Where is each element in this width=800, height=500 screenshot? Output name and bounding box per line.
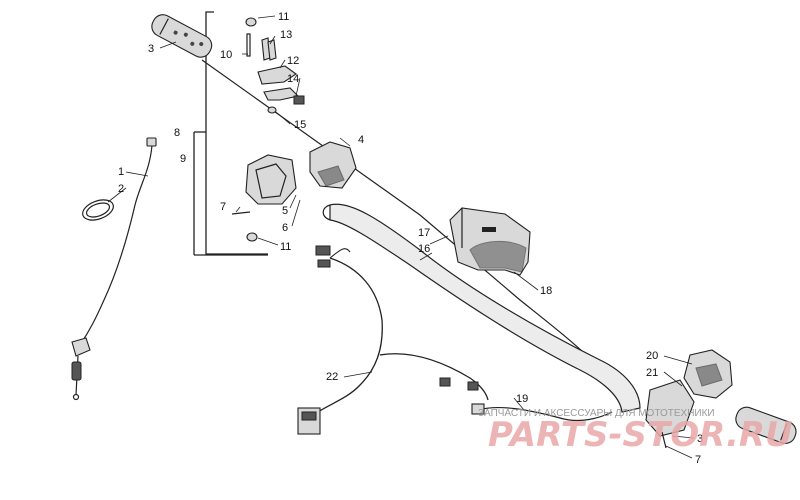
cap-11 — [245, 17, 257, 27]
cable-boot — [71, 361, 82, 381]
leader-lines — [107, 15, 695, 459]
callout-13: 13 — [280, 29, 292, 41]
cap-11-lower — [246, 232, 258, 242]
screw-10 — [246, 33, 251, 57]
watermark-caption: ЗАПЧАСТИ И АКСЕССУАРЫ ДЛЯ МОТОТЕХНИКИ — [478, 408, 715, 419]
callout-1: 1 — [118, 166, 124, 178]
assembly-bracket — [205, 11, 268, 255]
heater-lead-plug — [471, 403, 485, 415]
throttle-cable — [79, 144, 153, 346]
callout-3-left: 3 — [148, 43, 154, 55]
callout-7-right: 7 — [695, 454, 701, 466]
callout-3-right: 3 — [697, 433, 703, 445]
callout-14: 14 — [287, 73, 299, 85]
callout-2: 2 — [118, 183, 124, 195]
watermark-brand: PARTS-STOR.RU — [488, 415, 793, 455]
harness-connector-b — [439, 377, 451, 387]
right-control-assembly — [645, 349, 733, 449]
handlebar-pad — [449, 207, 531, 276]
callout-21: 21 — [646, 367, 658, 379]
heater-lead-19 — [477, 406, 613, 422]
cable-end-fitting — [146, 137, 157, 147]
throttle-housing — [245, 154, 297, 205]
watermark: ЗАПЧАСТИ И АКСЕССУАРЫ ДЛЯ МОТОТЕХНИКИ PA… — [478, 408, 793, 455]
harness-lead-a — [329, 248, 351, 259]
callout-11-bottom: 11 — [280, 241, 291, 253]
callout-11-top: 11 — [278, 11, 289, 23]
screw-7 — [231, 211, 251, 215]
washer-15 — [267, 106, 277, 114]
harness-connector-mid — [317, 259, 331, 268]
pin-13b — [267, 39, 277, 61]
throttle-control-assembly — [231, 17, 357, 242]
callout-6: 6 — [282, 222, 288, 234]
callout-labels: 1 2 3 3 4 5 6 7 7 8 9 10 11 11 13 12 14 … — [118, 11, 703, 466]
callout-19: 19 — [516, 393, 528, 405]
handlebar-end — [322, 204, 331, 221]
cable-clip — [82, 199, 114, 221]
callout-9: 9 — [180, 153, 186, 165]
callout-4: 4 — [358, 134, 364, 146]
housing-21 — [645, 379, 695, 437]
right-handgrip — [735, 406, 797, 445]
harness-connector-top — [315, 245, 331, 256]
callout-20: 20 — [646, 350, 658, 362]
cable-ferrule — [72, 393, 80, 401]
left-handgrip — [151, 14, 213, 58]
callout-18: 18 — [540, 285, 552, 297]
callout-7-left: 7 — [220, 201, 226, 213]
callout-12: 12 — [287, 55, 299, 67]
wiring-harness — [317, 257, 489, 413]
handlebar-body — [329, 203, 641, 413]
harness-connector-c — [467, 381, 479, 391]
cable-clip-inner — [85, 202, 111, 218]
callout-22: 22 — [326, 371, 338, 383]
callout-15: 15 — [294, 119, 306, 131]
lever-plate — [263, 87, 300, 101]
callout-5: 5 — [282, 205, 288, 217]
callout-16: 16 — [418, 243, 430, 255]
callout-8: 8 — [174, 127, 180, 139]
cable-adjuster — [71, 337, 91, 357]
callout-17: 17 — [418, 227, 430, 239]
screw-7-right — [661, 431, 667, 449]
connector-14 — [293, 95, 305, 105]
callout-10: 10 — [220, 49, 232, 61]
